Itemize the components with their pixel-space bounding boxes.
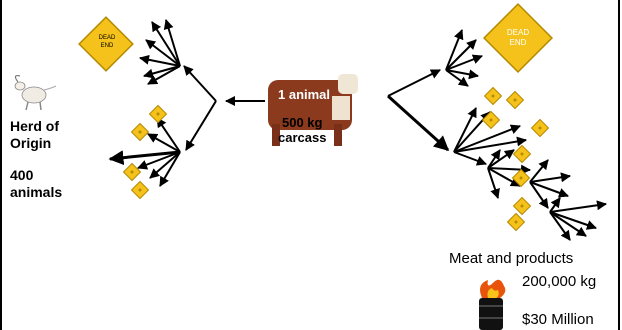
dead-end-sign-left <box>78 16 134 72</box>
herd-of-origin-title: Herd of Origin <box>10 118 59 151</box>
carcass-word: carcass <box>278 130 327 145</box>
dead-end-left-text: DEAD END <box>98 35 116 49</box>
trace-forward-arrows <box>386 29 607 241</box>
trace-back-arrows <box>108 19 265 187</box>
meat-value: $30 Million <box>522 311 594 328</box>
one-animal-label: 1 animal <box>278 87 331 102</box>
herd-of-origin-count: 400 animals <box>10 167 63 200</box>
dead-end-right-text: DEAD END <box>506 28 530 47</box>
cow-icon <box>268 74 358 146</box>
carcass-weight: 500 kg <box>281 115 323 130</box>
burning-barrel-icon <box>479 279 506 330</box>
meat-weight: 200,000 kg <box>522 273 597 290</box>
dead-end-sign-right <box>482 2 554 74</box>
carcass-weight-label: 500 kg carcass <box>278 115 326 145</box>
goat-icon <box>14 75 57 111</box>
meat-and-products-label: Meat and products <box>449 250 574 267</box>
